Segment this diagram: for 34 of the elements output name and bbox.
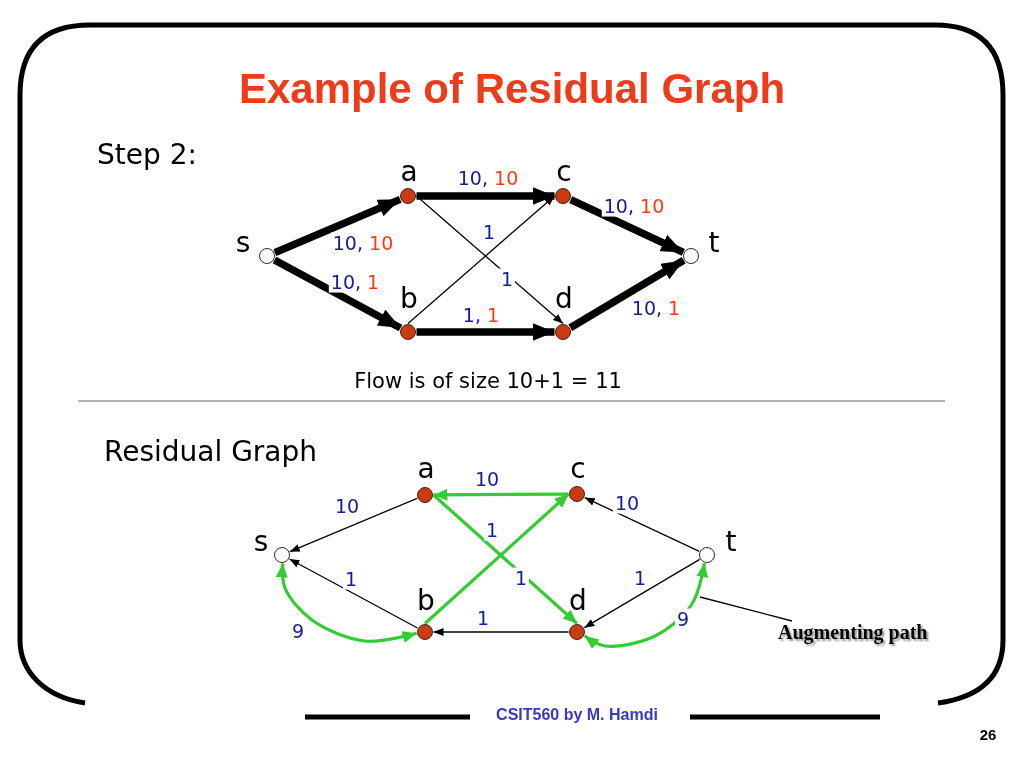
vertex-label: b — [400, 285, 418, 313]
arrow — [433, 488, 569, 501]
arrow — [288, 558, 419, 629]
vertex-label: d — [555, 285, 573, 313]
page-number: 26 — [979, 727, 997, 744]
slide-title: Example of Residual Graph — [238, 66, 786, 113]
arrow — [583, 562, 709, 648]
vertex-label: c — [570, 455, 586, 483]
callout-text: Augmenting path — [778, 621, 928, 644]
arrow — [276, 563, 417, 643]
arrow — [569, 196, 685, 256]
vertex-label: t — [708, 229, 720, 257]
vertex-label: s — [253, 528, 269, 556]
arrow — [416, 323, 555, 341]
vertex-label: a — [400, 158, 418, 186]
vertex-label: d — [569, 587, 587, 615]
footer-text: CSIT560 by M. Hamdi — [496, 706, 658, 724]
section-heading: Residual Graph — [104, 437, 318, 468]
caption-text: Flow is of size 10+1 = 11 — [354, 370, 622, 394]
arrow — [432, 628, 570, 636]
vertex-label: a — [417, 455, 435, 483]
vertex-label: t — [725, 528, 737, 556]
vertex-label: b — [417, 587, 435, 615]
arrow — [416, 187, 555, 205]
arrow — [583, 558, 701, 629]
leader-line — [699, 596, 793, 622]
vertex-label: s — [235, 229, 251, 257]
step-heading: Step 2: — [97, 140, 197, 171]
vertex-label: c — [556, 158, 572, 186]
arrow — [584, 496, 700, 553]
arrow — [568, 257, 686, 331]
arrow — [273, 195, 402, 257]
arrow — [272, 256, 403, 332]
arrow — [289, 497, 418, 553]
